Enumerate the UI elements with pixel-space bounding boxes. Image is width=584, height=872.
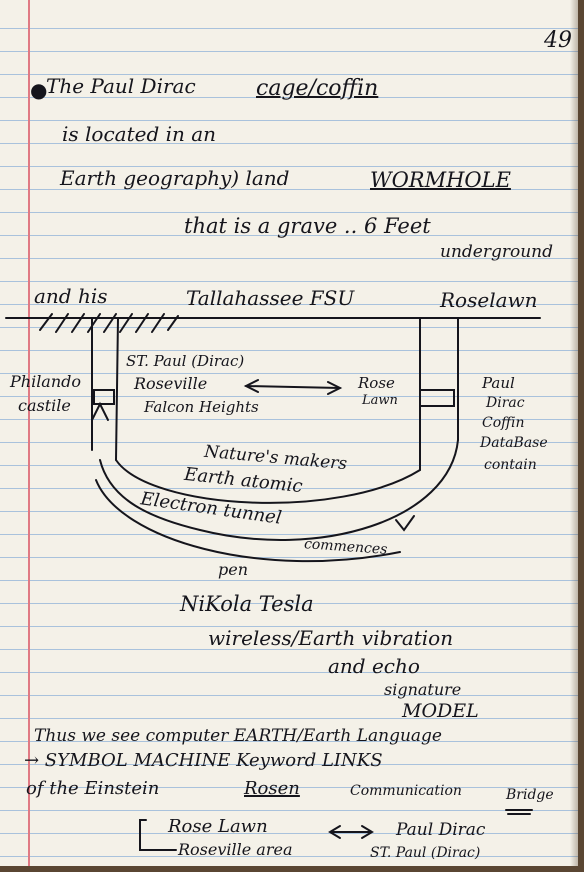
diagram-right-3: Coffin xyxy=(482,415,525,431)
page-edge-shadow xyxy=(570,0,578,866)
bridge-underline xyxy=(505,809,533,815)
bottom-right-2: ST. Paul (Dirac) xyxy=(370,845,481,861)
bottom-box-1: Rose Lawn xyxy=(168,816,268,837)
right-coffin-box xyxy=(419,389,455,407)
conclusion-line-2: → SYMBOL MACHINE Keyword LINKS xyxy=(24,750,383,771)
tesla-line-4: signature xyxy=(384,680,462,699)
diagram-center-3: Falcon Heights xyxy=(144,398,259,416)
tesla-line-1: NiKola Tesla xyxy=(180,592,314,616)
ground-hatching xyxy=(39,313,179,333)
intro-line-1-text: The Paul Dirac xyxy=(46,74,196,98)
diagram-arc-5: pen xyxy=(218,560,249,579)
tesla-line-5: MODEL xyxy=(402,700,479,722)
tesla-line-2: wireless/Earth vibration xyxy=(208,626,454,650)
arrow-head-up-left xyxy=(91,401,109,421)
double-arrow-line xyxy=(245,385,341,389)
page-number: 49 xyxy=(544,28,572,53)
intro-line-3-underlined: WORMHOLE xyxy=(370,168,511,192)
diagram-rose-1: Rose xyxy=(358,374,395,392)
bottom-double-arrow xyxy=(328,825,374,839)
bullet-icon: ● xyxy=(30,78,48,102)
outer-tunnel-curve xyxy=(99,439,459,541)
conclusion-line-3-pre: of the Einstein xyxy=(26,778,160,799)
conclusion-line-3-rosen: Rosen xyxy=(244,778,300,799)
bottom-right-1: Paul Dirac xyxy=(396,820,486,840)
intro-line-5: underground xyxy=(440,242,553,262)
intro-line-6-place: Tallahassee FSU xyxy=(186,286,355,310)
bottom-box-2: Roseville area xyxy=(178,840,293,859)
left-shaft-inner xyxy=(115,317,119,461)
diagram-center-2: Roseville xyxy=(134,374,208,393)
conclusion-line-3-bridge: Bridge xyxy=(506,787,554,803)
red-margin-line xyxy=(28,0,30,866)
diagram-center-1: ST. Paul (Dirac) xyxy=(126,352,245,370)
diagram-right-5: contain xyxy=(484,457,537,473)
intro-line-4: that is a grave .. 6 Feet xyxy=(184,214,431,238)
arrow-head-down-right xyxy=(395,515,415,532)
bottom-bracket xyxy=(139,819,177,851)
diagram-right-4: DataBase xyxy=(480,435,548,451)
diagram-rose-2: Lawn xyxy=(362,393,398,408)
conclusion-line-1: Thus we see computer EARTH/Earth Languag… xyxy=(34,726,442,746)
double-arrow-left-head xyxy=(243,379,259,393)
intro-line-3-text: Earth geography) land xyxy=(60,166,290,190)
left-coffin-box xyxy=(93,389,115,405)
tesla-line-3: and echo xyxy=(328,654,420,678)
diagram-left-label-2: castile xyxy=(18,396,71,415)
intro-line-1-underlined: cage/coffin xyxy=(256,76,379,101)
diagram-right-1: Paul xyxy=(482,374,515,392)
conclusion-line-3-post: Communication xyxy=(350,783,462,799)
double-arrow-right-head xyxy=(327,381,343,395)
intro-line-6-roselawn: Roselawn xyxy=(440,288,538,312)
diagram-left-label-1: Philando xyxy=(10,372,82,391)
intro-line-6-text: and his xyxy=(34,284,108,308)
inner-tunnel-curve xyxy=(115,459,421,504)
lower-tunnel-curve xyxy=(95,479,401,563)
intro-line-2: is located in an xyxy=(62,122,217,146)
diagram-right-2: Dirac xyxy=(486,395,525,411)
